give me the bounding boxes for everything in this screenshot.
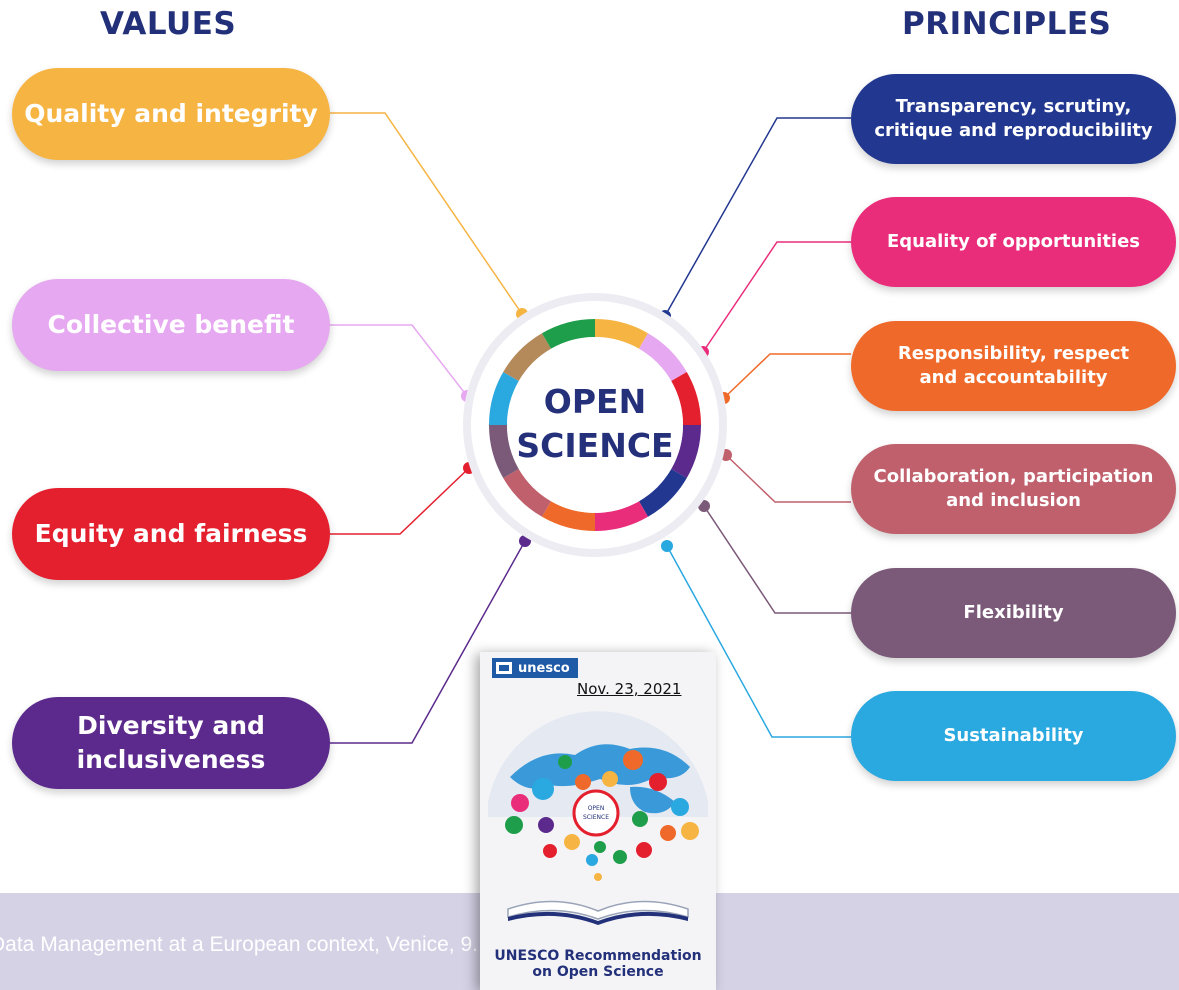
poster-title-line2: on Open Science — [532, 964, 664, 980]
value-quality-and-integrity: Quality and integrity — [12, 68, 330, 160]
principle-flexibility: Flexibility — [851, 568, 1176, 658]
icon-bubble-15 — [564, 834, 580, 850]
icon-bubble-19 — [636, 842, 652, 858]
poster-badge-text-2: SCIENCE — [583, 814, 609, 821]
unesco-logo: unesco — [492, 658, 578, 678]
principle-sustainability: Sustainability — [851, 691, 1176, 781]
connector-equality — [702, 241, 851, 353]
icon-bubble-14 — [543, 844, 557, 858]
icon-bubble-6 — [623, 750, 643, 770]
poster-title-line1: UNESCO Recommendation — [494, 948, 702, 964]
icon-bubble-7 — [649, 773, 667, 791]
value-collective-benefit: Collective benefit — [12, 279, 330, 371]
icon-bubble-20 — [594, 873, 602, 881]
icon-bubble-5 — [602, 771, 618, 787]
unesco-logo-text: unesco — [518, 660, 570, 676]
icon-bubble-18 — [613, 850, 627, 864]
icon-bubble-10 — [538, 817, 554, 833]
ring-inner — [507, 337, 683, 513]
ring-segment — [503, 333, 551, 381]
ring-segment — [542, 318, 595, 349]
icon-bubble-2 — [532, 778, 554, 800]
center-title-line2: SCIENCE — [516, 426, 674, 465]
icon-bubble-17 — [586, 854, 598, 866]
ring-segment — [489, 425, 519, 478]
icon-bubble-11 — [632, 811, 648, 827]
connector-transparency — [664, 117, 851, 317]
ring-segments — [489, 318, 701, 531]
connector-collective — [330, 324, 468, 397]
poster-date: Nov. 23, 2021 — [577, 680, 682, 698]
values-heading: VALUES — [100, 6, 237, 42]
ring-segment — [542, 501, 595, 531]
icon-bubble-13 — [681, 822, 699, 840]
icon-bubble-9 — [505, 816, 523, 834]
unesco-recommendation-poster: unesco Nov. 23, 2021 OPEN SCIENCE UNESCO… — [480, 652, 716, 990]
unesco-temple-icon — [496, 662, 512, 674]
connector-collaboration — [725, 454, 851, 503]
poster-illustration: OPEN SCIENCE — [488, 711, 708, 925]
ring-segment — [595, 501, 648, 531]
footer-text: Data Management at a European context, V… — [0, 933, 634, 956]
globe-continents — [510, 744, 690, 789]
connector-quality — [330, 112, 523, 315]
ring-segment — [639, 469, 687, 517]
icon-bubble-3 — [558, 755, 572, 769]
ring-segment — [503, 469, 551, 517]
principle-transparency: Transparency, scrutiny, critique and rep… — [851, 74, 1176, 164]
icon-bubble-12 — [660, 825, 676, 841]
globe-continent-south — [630, 786, 675, 814]
connector-dot-sustainability — [661, 540, 673, 552]
poster-title: UNESCO Recommendation on Open Science — [480, 948, 716, 980]
poster-open-science-badge — [572, 789, 620, 837]
principle-collaboration: Collaboration, participation and inclusi… — [851, 444, 1176, 534]
ring-segment — [639, 333, 687, 381]
value-equity-and-fairness: Equity and fairness — [12, 488, 330, 580]
ring-segment — [671, 372, 701, 425]
icon-bubble-1 — [511, 794, 529, 812]
center-title-line1: OPEN — [543, 382, 647, 421]
principles-heading: PRINCIPLES — [902, 6, 1112, 42]
ring-segment — [489, 372, 519, 425]
principle-responsibility: Responsibility, respect and accountabili… — [851, 321, 1176, 411]
principle-equality-of-opportunities: Equality of opportunities — [851, 197, 1176, 287]
icon-bubble-4 — [575, 774, 591, 790]
ring-segment — [595, 319, 648, 349]
connector-diversity — [330, 540, 526, 744]
value-diversity-and-inclusiveness: Diversity and inclusiveness — [12, 697, 330, 789]
connector-equity — [330, 467, 470, 535]
center-title: OPEN SCIENCE — [510, 380, 680, 468]
icon-bubble-16 — [594, 841, 606, 853]
ring-segment — [671, 425, 701, 478]
poster-badge-text-1: OPEN — [588, 805, 605, 812]
connector-responsibility — [723, 353, 851, 399]
icon-bubble-8 — [671, 798, 689, 816]
connector-flexibility — [703, 505, 851, 614]
book-spine — [508, 911, 688, 925]
connector-sustainability — [666, 545, 851, 738]
